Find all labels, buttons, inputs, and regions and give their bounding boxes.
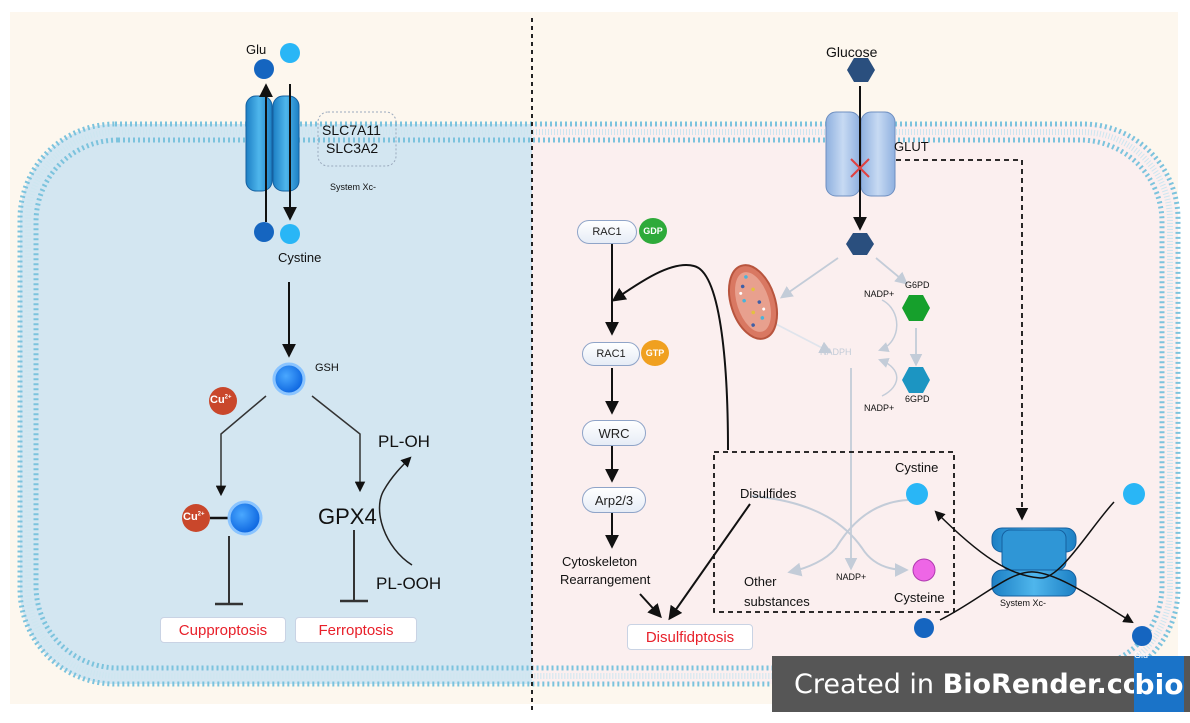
gdp-badge: GDP [639,218,667,244]
cystine-molecule-top [280,43,300,63]
cystine-molecule-outside [1123,483,1145,505]
disulfides-label: Disulfides [740,486,797,501]
watermark-brand: BioRender.com [942,668,1170,700]
gpx4-label: GPX4 [318,504,377,529]
disulfidptosis-box: Disulfidptosis [627,624,753,650]
rac1-gdp-pill: RAC1 [577,220,637,244]
glucose-molecule [847,58,875,82]
glut-to-xc-dashed-arrow [896,159,1029,521]
gsh-to-gpx4-arrow [311,395,366,493]
membrane-tails [25,129,1173,679]
cytoskeleton-to-disulfidptosis-arrow [639,593,662,619]
cysteine-molecule [912,558,936,582]
g6pd-nadph-arc [878,299,898,353]
slc-dashed-box [317,111,397,167]
cu-ion-bound [182,504,210,532]
other-substances-label-1: Other [744,574,777,589]
glu-molecule-bottom [254,222,274,242]
nadp-label-top: NADP+ [864,289,895,299]
wrc-pill: WRC [582,420,646,446]
arp-pill: Arp2/3 [582,487,646,513]
watermark-prefix: Created in [794,668,943,700]
cytoskeleton-label-1: Cytoskeleton [562,554,638,569]
glut-label: GLUT [894,139,929,154]
glu-export-right-arrow [939,571,1134,624]
cu-label-bound: Cu2+ [183,511,205,523]
g6pd-label: G6PD [905,280,930,290]
cystine-to-other-arrow [787,499,909,577]
disulfides-to-disulfidptosis-arrow [668,503,751,621]
disulfide-region-box [713,451,955,613]
cu-sup: 2+ [224,394,232,401]
glu-molecule-top [254,59,274,79]
system-xc-label-left: System Xc- [330,182,377,192]
disulfides-to-cysteine-arrow [751,495,909,577]
cu-text: Cu [210,394,225,406]
6gpd-nadph-arc [878,357,898,397]
rac1-gtp-pill: RAC1 [582,342,640,366]
left-cell-interior [20,124,532,684]
watermark-text: Created in BioRender.com [794,669,1169,700]
ferroptosis-box: Ferroptosis [295,617,417,643]
other-substances-label-2: substances [744,594,810,609]
cystine-molecule-inside [906,483,928,505]
gtp-badge: GTP [641,340,669,366]
mitochondrion-icon [728,264,778,340]
glucose-to-mito-arrow [779,257,839,299]
cysteine-label: Cysteine [894,590,945,605]
glucose-molecule-cytoplasm [846,233,874,255]
ploh-conversion-arrow [378,456,413,566]
glu-label-right: Glu [1134,650,1149,660]
cystine-molecule-bottom [280,224,300,244]
nadp-label-bottom: NADP+ [864,403,895,413]
system-xc-label-right: System Xc- [1000,598,1047,608]
glu-molecule-inside [914,618,934,638]
membrane-outer [17,121,1181,687]
glucose-label: Glucose [826,44,878,60]
cystine-import-right-arrow [934,501,1115,579]
biorender-watermark[interactable]: Created in BioRender.com bio [772,656,1190,712]
pl-oh-label: PL-OH [378,432,430,451]
gsh-bound [227,500,263,536]
cu-sup: 2+ [197,511,205,518]
slc7a11-label: SLC7A11 [322,122,381,138]
cystine-label-right: Cystine [895,460,939,475]
cystine-label-left: Cystine [278,250,322,265]
cu-label-free: Cu2+ [210,394,232,406]
mito-to-nadph-arrow [771,321,833,354]
cu-text: Cu [183,511,198,523]
disulfide-feedback-arrow [611,264,729,451]
gsh-molecule [272,362,306,396]
glucose-to-g6pd-arrow [875,257,908,285]
pl-ooh-label: PL-OOH [376,574,442,593]
membrane-inner [33,137,1165,671]
sixgpd-enzyme [902,367,930,393]
g6pd-enzyme [902,295,930,321]
glu-label-left: Glu [246,42,267,57]
slc3a2-label: SLC3A2 [326,140,379,156]
gsh-to-cu-arrow [215,395,267,497]
nadph-label: NADPH [820,347,852,357]
system-xc-channel-left [245,95,300,192]
glu-molecule-outside [1132,626,1152,646]
gsh-label: GSH [315,362,339,374]
system-xc-channel-right [991,527,1077,597]
glut-block-x-icon [850,158,870,178]
cuproptosis-box: Cupproptosis [160,617,286,643]
sixgpd-label: 6GPD [905,394,930,404]
biorender-logo-icon: bio [1134,656,1184,712]
cu-ion-free [209,387,237,415]
nadp-label-center: NADP+ [836,572,867,582]
cytoskeleton-label-2: Rearrangement [560,572,651,587]
